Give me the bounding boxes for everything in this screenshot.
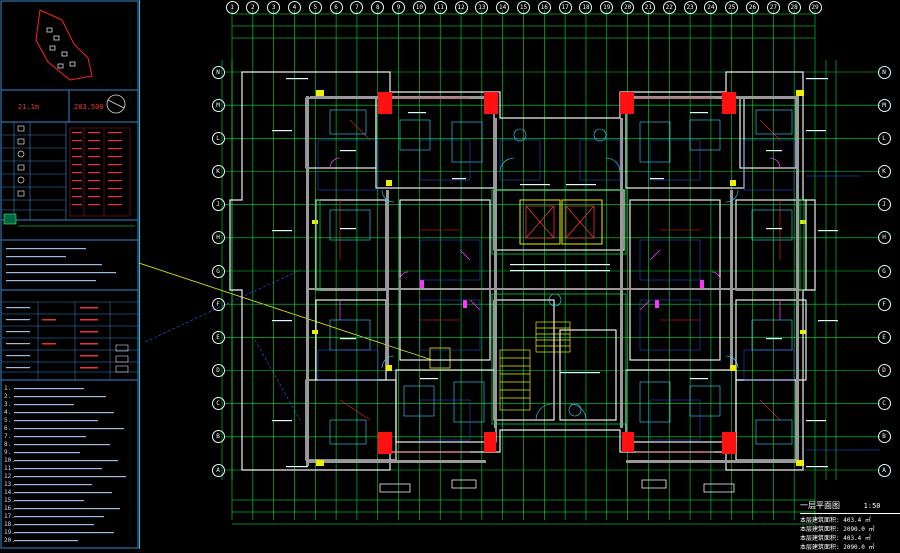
- grid-bubble-row: L: [877, 131, 891, 145]
- note-line: 13.: [4, 481, 15, 488]
- grid-bubble-column: 6: [329, 1, 343, 14]
- note-line: 7.: [4, 433, 12, 440]
- note-line: 16.: [4, 505, 15, 512]
- grid-bubble-column: 3: [267, 1, 281, 14]
- grid-bubble-row: J: [211, 198, 225, 212]
- note-line: 11.: [4, 465, 15, 472]
- grid-bubble-row: E: [211, 330, 225, 344]
- grid-bubble-row: C: [211, 397, 225, 411]
- note-line: 12.: [4, 473, 15, 480]
- grid-bubble-row: G: [877, 264, 891, 278]
- grid-bubble-column: 25: [725, 1, 739, 14]
- grid-bubble-row: H: [211, 231, 225, 245]
- grid-bubble-column: 28: [787, 1, 801, 14]
- grid-bubble-column: 20: [621, 1, 635, 14]
- area-summary-line: 本层建筑面积: 403.4 ㎡: [800, 517, 871, 524]
- general-notes: 1. 2. 3. 4. 5. 6. 7. 8. 9. 10. 11. 12. 1…: [4, 386, 136, 546]
- grid-bubble-row: D: [211, 364, 225, 377]
- grid-bubble-column: 14: [496, 1, 510, 14]
- grid-bubble-column: 16: [537, 1, 551, 14]
- grid-bubble-column: 9: [392, 1, 406, 14]
- legend-panel: 21.1m 283.500 1. 2. 3. 4. 5. 6. 7. 8. 9.…: [0, 0, 140, 549]
- note-line: 2.: [4, 393, 12, 400]
- grid-bubble-row: G: [211, 264, 225, 278]
- grid-bubble-column: 15: [517, 1, 530, 14]
- grid-bubble-column: 7: [350, 1, 364, 14]
- grid-bubble-row: D: [877, 364, 891, 377]
- grid-bubble-column: 8: [371, 1, 385, 14]
- note-line: 10.: [4, 457, 15, 464]
- grid-bubble-row: K: [211, 165, 225, 178]
- grid-bubble-column: 17: [558, 1, 572, 14]
- grid-bubble-column: 10: [412, 1, 426, 14]
- grid-bubble-row: N: [877, 65, 891, 79]
- grid-bubble-column: 26: [746, 1, 760, 14]
- grid-bubble-column: 18: [579, 1, 593, 14]
- grid-bubble-column: 2: [246, 1, 260, 14]
- grid-bubble-row: M: [877, 98, 891, 112]
- grid-bubble-column: 5: [308, 1, 322, 14]
- grid-bubble-row: C: [877, 397, 891, 411]
- area-summary-line: 本层建筑面积: 2090.0 ㎡: [800, 526, 875, 533]
- grid-bubble-row: A: [211, 463, 225, 477]
- grid-bubble-column: 1: [225, 1, 239, 14]
- note-line: 8.: [4, 441, 12, 448]
- grid-bubble-column: 27: [766, 1, 780, 14]
- grid-bubble-row: H: [877, 231, 891, 245]
- floor-plan-canvas: [14, 10, 880, 525]
- grid-bubble-row: F: [877, 297, 891, 311]
- grid-bubble-column: 12: [454, 1, 468, 14]
- grid-bubble-column: 11: [433, 1, 447, 14]
- grid-bubble-row: F: [211, 297, 225, 311]
- grid-bubble-column: 24: [704, 1, 718, 14]
- note-line: 6.: [4, 425, 12, 432]
- grid-bubble-column: 13: [475, 1, 489, 14]
- grid-bubble-row: J: [877, 198, 891, 212]
- grid-bubble-column: 19: [600, 1, 614, 14]
- note-line: 19.: [4, 529, 15, 536]
- grid-bubble-column: 21: [641, 1, 655, 14]
- grid-bubble-column: 22: [662, 1, 676, 14]
- note-line: 5.: [4, 417, 12, 424]
- drawing-scale: 1:50: [863, 502, 881, 510]
- area-summary-line: 本层建筑面积: 403.4 ㎡: [800, 535, 871, 542]
- grid-bubble-row: A: [877, 463, 891, 477]
- note-line: 18.: [4, 521, 15, 528]
- grid-bubble-row: L: [211, 131, 225, 145]
- drawing-title: 一层平面图: [800, 501, 840, 510]
- note-line: 17.: [4, 513, 15, 520]
- note-line: 3.: [4, 401, 12, 408]
- note-line: 20.: [4, 537, 15, 544]
- note-line: 4.: [4, 409, 12, 416]
- grid-bubble-row: N: [211, 65, 225, 79]
- grid-bubble-row: K: [877, 165, 891, 178]
- area-summary-line: 本层建筑面积: 2090.0 ㎡: [800, 544, 875, 551]
- note-line: 9.: [4, 449, 12, 456]
- note-line: 15.: [4, 497, 15, 504]
- grid-bubble-column: 4: [287, 1, 301, 14]
- grid-bubble-column: 29: [808, 1, 822, 14]
- drawing-title-block: 一层平面图 1:50 本层建筑面积: 403.4 ㎡ 本层建筑面积: 2090.…: [800, 492, 900, 551]
- site-value-right: 283.500: [74, 103, 104, 111]
- legend-panel-graphics: [0, 0, 139, 549]
- site-value-left: 21.1m: [18, 103, 40, 111]
- note-line: 1.: [4, 385, 12, 392]
- grid-bubble-row: B: [211, 430, 225, 444]
- note-line: 14.: [4, 489, 15, 496]
- grid-bubble-column: 23: [683, 1, 697, 14]
- grid-bubble-row: M: [211, 98, 225, 112]
- grid-bubble-row: E: [877, 330, 891, 344]
- grid-bubble-row: B: [877, 430, 891, 444]
